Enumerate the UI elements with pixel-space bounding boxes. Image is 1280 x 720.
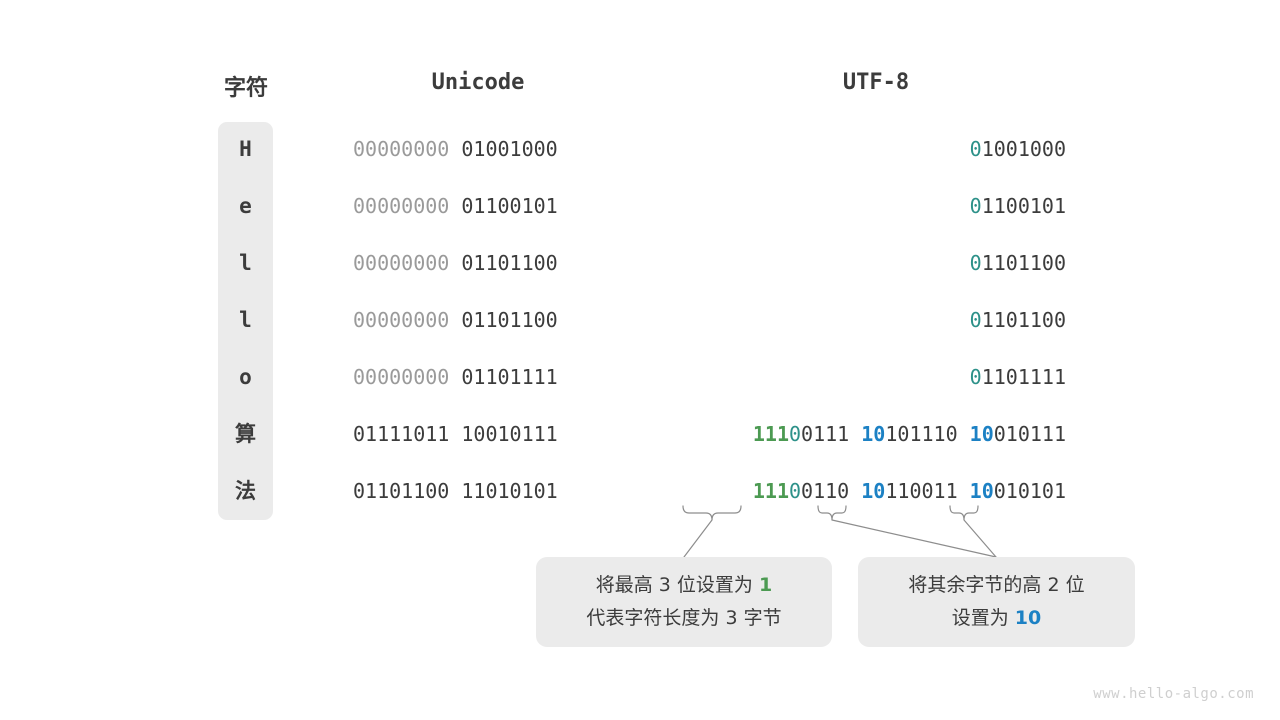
unicode-byte: 01101100 (353, 479, 450, 503)
callout-text: 将最高 3 位设置为 (595, 574, 759, 596)
brace-leading-byte (682, 505, 742, 521)
callout-text: 将其余字节的高 2 位 (908, 574, 1085, 596)
utf8-bit-group: 010111 (993, 422, 1066, 446)
callout-continuation-byte-line-1: 将其余字节的高 2 位 (908, 569, 1084, 602)
unicode-byte: 01001000 (461, 137, 558, 161)
utf8-bit-group: 101110 (885, 422, 958, 446)
unicode-byte: 01100101 (461, 194, 558, 218)
character-cell: l (239, 308, 252, 332)
callout-continuation-byte: 将其余字节的高 2 位 设置为 10 (858, 557, 1135, 647)
utf8-bit-group: 10 (969, 479, 994, 503)
callout-emphasis: 10 (1014, 607, 1042, 629)
leader-leading-byte (683, 519, 713, 558)
callout-leading-byte: 将最高 3 位设置为 1 代表字符长度为 3 字节 (536, 557, 832, 647)
unicode-byte: 00000000 (353, 194, 450, 218)
unicode-bits: 00000000 01100101 (353, 193, 558, 219)
character-column-background (218, 122, 273, 520)
utf8-bit-group: 010101 (993, 479, 1066, 503)
utf8-bit-group: 0 (969, 137, 982, 161)
unicode-bits: 00000000 01101100 (353, 250, 558, 276)
utf8-bit-group: 10 (969, 422, 994, 446)
leader-continuation-byte-2 (831, 519, 997, 558)
utf8-byte: 10010111 (970, 422, 1066, 446)
unicode-byte: 00000000 (353, 251, 450, 275)
callout-leading-byte-line-1: 将最高 3 位设置为 1 (596, 569, 772, 602)
unicode-byte: 01101100 (461, 308, 558, 332)
utf8-byte: 01001000 (970, 137, 1066, 161)
unicode-bits: 00000000 01001000 (353, 136, 558, 162)
unicode-byte: 11010101 (461, 479, 558, 503)
character-cell: 算 (235, 422, 256, 446)
character-cell: o (239, 365, 252, 389)
unicode-bits: 01101100 11010101 (353, 478, 558, 504)
callout-emphasis: 1 (758, 574, 773, 596)
callout-leading-byte-line-2: 代表字符长度为 3 字节 (586, 602, 781, 635)
utf8-bits: 01101100 (970, 250, 1066, 276)
column-header-unicode: Unicode (431, 70, 525, 95)
utf8-bit-group: 0 (969, 251, 982, 275)
unicode-byte: 00000000 (353, 308, 450, 332)
leader-continuation-byte-3 (963, 519, 997, 558)
utf8-bit-group: 10 (861, 422, 886, 446)
utf8-bits: 01101111 (970, 364, 1066, 390)
utf8-bit-group: 0 (789, 479, 802, 503)
utf8-byte: 11100111 (753, 422, 849, 446)
utf8-byte: 01101111 (970, 365, 1066, 389)
unicode-bits: 00000000 01101111 (353, 364, 558, 390)
utf8-bit-group: 0 (969, 365, 982, 389)
utf8-bits: 01001000 (970, 136, 1066, 162)
unicode-byte: 01101100 (461, 251, 558, 275)
character-cell: e (239, 194, 252, 218)
utf8-byte: 10110011 (861, 479, 957, 503)
utf8-bit-group: 0110 (801, 479, 850, 503)
column-header-utf8: UTF-8 (842, 70, 910, 95)
utf8-bits: 01101100 (970, 307, 1066, 333)
character-cell: l (239, 251, 252, 275)
utf8-bit-group: 10 (861, 479, 886, 503)
brace-continuation-byte-2 (817, 505, 847, 521)
utf8-bit-group: 0111 (801, 422, 850, 446)
utf8-bits: 11100110 10110011 10010101 (753, 478, 1066, 504)
column-header-character: 字符 (223, 76, 268, 101)
unicode-byte: 00000000 (353, 365, 450, 389)
utf8-bit-group: 111 (752, 479, 789, 503)
utf8-bit-group: 1101111 (981, 365, 1066, 389)
utf8-byte: 01100101 (970, 194, 1066, 218)
utf8-bit-group: 110011 (885, 479, 958, 503)
utf8-byte: 10010101 (970, 479, 1066, 503)
callout-text: 代表字符长度为 3 字节 (586, 607, 782, 629)
utf8-bit-group: 1101100 (981, 251, 1066, 275)
utf8-bit-group: 0 (969, 194, 982, 218)
unicode-byte: 01111011 (353, 422, 450, 446)
callout-continuation-byte-line-2: 设置为 10 (952, 602, 1042, 635)
utf8-bit-group: 0 (969, 308, 982, 332)
character-cell: 法 (235, 479, 256, 503)
utf8-bit-group: 0 (789, 422, 802, 446)
utf8-byte: 01101100 (970, 251, 1066, 275)
unicode-byte: 01101111 (461, 365, 558, 389)
utf8-bit-group: 1001000 (981, 137, 1066, 161)
unicode-byte: 00000000 (353, 137, 450, 161)
utf8-bit-group: 1101100 (981, 308, 1066, 332)
brace-continuation-byte-3 (949, 505, 979, 521)
utf8-byte: 10101110 (861, 422, 957, 446)
utf8-bit-group: 1100101 (981, 194, 1066, 218)
unicode-bits: 01111011 10010111 (353, 421, 558, 447)
utf8-bits: 01100101 (970, 193, 1066, 219)
unicode-bits: 00000000 01101100 (353, 307, 558, 333)
callout-text: 设置为 (951, 607, 1015, 629)
unicode-byte: 10010111 (461, 422, 558, 446)
character-cell: H (239, 137, 252, 161)
watermark: www.hello-algo.com (1093, 686, 1254, 702)
utf8-bit-group: 111 (752, 422, 789, 446)
utf8-byte: 01101100 (970, 308, 1066, 332)
utf8-bits: 11100111 10101110 10010111 (753, 421, 1066, 447)
utf8-byte: 11100110 (753, 479, 849, 503)
